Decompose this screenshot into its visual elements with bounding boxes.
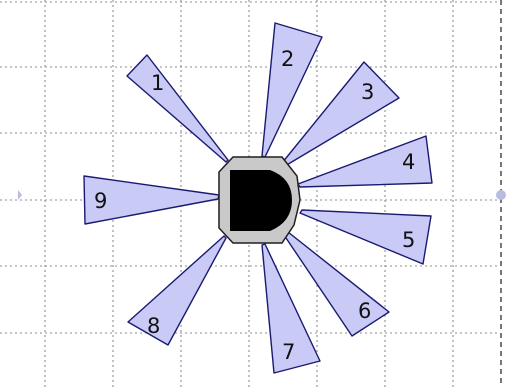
wedge-8[interactable]: 8 [128,236,226,345]
wedge-7-label: 7 [282,340,295,364]
wedge-8-shape [128,236,226,345]
wedge-3-label: 3 [361,80,374,104]
wedge-6-label: 6 [358,299,371,323]
right-boundary-marker [496,190,506,200]
wedge-2-label: 2 [281,47,294,71]
left-boundary-marker [18,190,22,200]
wedge-5[interactable]: 5 [300,210,431,264]
hub-inner-d [230,170,292,231]
wedge-4-label: 4 [402,150,415,174]
wedge-1[interactable]: 1 [127,55,228,162]
d-shaped-connector-icon[interactable] [219,157,300,243]
wedge-9[interactable]: 9 [84,176,219,224]
wedge-1-shape [127,55,228,162]
wedge-9-label: 9 [94,189,107,213]
wedge-5-label: 5 [402,228,415,252]
wedge-1-label: 1 [151,71,164,95]
wedge-8-label: 8 [147,314,160,338]
